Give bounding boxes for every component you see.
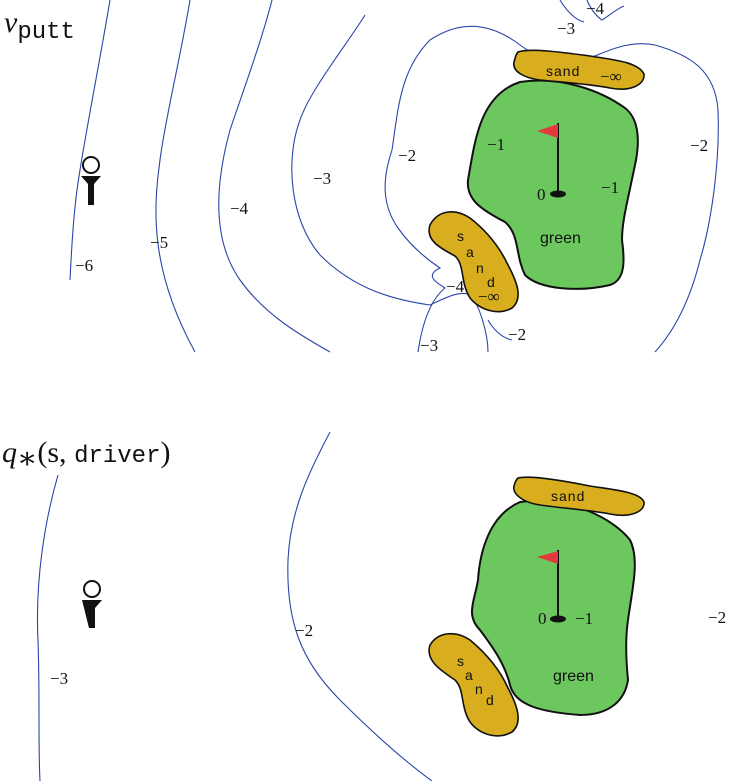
contour-label-minus-4: −4 (230, 199, 249, 218)
flag-icon (537, 123, 559, 192)
green-area (470, 499, 636, 717)
title-close: ) (160, 436, 170, 469)
contour-label-minus-2-bottom: −2 (508, 325, 526, 344)
contour-line-minus-2-small (487, 319, 513, 341)
sand-trap-bottom (428, 211, 519, 313)
contour-label-minus-3-bottom: −3 (420, 336, 438, 355)
contour-label-minus-3: −3 (313, 169, 331, 188)
contour-line-minus-6 (69, 0, 111, 281)
title-sub-putt: putt (17, 19, 75, 46)
green-area (466, 79, 639, 290)
contour-line-minus-5 (155, 0, 196, 353)
hole-icon (550, 615, 566, 623)
contour-label-minus-4-top: −4 (586, 0, 605, 18)
contour-line-minus-4 (218, 0, 331, 353)
sand-bottom-letter-3: n (475, 681, 484, 697)
hole-value-label: 0 (538, 609, 547, 628)
sand-trap-bottom (428, 632, 519, 737)
contour-line-minus-3 (36, 474, 59, 781)
contour-label-minus-4-sand: −4 (446, 277, 465, 296)
sand-bottom-letter-2: a (466, 244, 475, 260)
tee-icon (81, 156, 101, 205)
contour-label-minus-1-right: −1 (601, 178, 619, 197)
title-q: q (2, 436, 17, 469)
green-label: green (553, 668, 594, 685)
sand-top-value: −∞ (600, 67, 622, 86)
contour-label-minus-2-right: −2 (708, 608, 726, 627)
green-label: green (540, 230, 581, 247)
contour-label-minus-3-top: −3 (557, 19, 575, 38)
sand-bottom-value: −∞ (478, 287, 500, 306)
panel-title: vputt (4, 6, 75, 46)
title-star: ∗ (17, 442, 37, 475)
contour-line-minus-2-arc (287, 431, 433, 781)
contour-label-minus-2-left: −2 (295, 621, 313, 640)
sand-top-label: sand (546, 63, 580, 79)
sand-top-label: sand (551, 488, 585, 504)
title-v: v (4, 6, 18, 39)
panel-v-putt: vputt green sand −∞ s a n d −∞ 0 (4, 0, 719, 355)
sand-bottom-letter-4: d (486, 692, 495, 708)
sand-bottom-letter-2: a (465, 667, 474, 683)
title-open: (s, (37, 436, 74, 469)
sand-bottom-letter-4: d (487, 274, 496, 290)
hole-value-label: 0 (537, 185, 546, 204)
sand-bottom-letter-3: n (476, 260, 485, 276)
flag-icon (537, 550, 559, 617)
panel-q-driver: q∗(s, driver) green sand s a n d 0 −3 (2, 431, 726, 781)
contour-label-minus-2-right: −2 (690, 136, 708, 155)
sand-bottom-letter-1: s (457, 653, 465, 669)
contour-line-minus-2 (384, 25, 719, 353)
sand-trap-top (513, 476, 645, 517)
contour-label-minus-6: −6 (75, 256, 93, 275)
hole-icon (550, 190, 566, 198)
panel-title: q∗(s, driver) (2, 436, 170, 475)
contour-label-minus-2-left: −2 (398, 146, 416, 165)
contour-label-minus-3: −3 (50, 669, 68, 688)
contour-label-minus-5: −5 (150, 233, 168, 252)
contour-label-minus-1: −1 (575, 609, 593, 628)
tee-icon (82, 580, 102, 628)
title-driver: driver (74, 443, 160, 470)
contour-label-minus-1-left: −1 (487, 135, 505, 154)
sand-bottom-letter-1: s (457, 228, 465, 244)
contour-line-minus-3-small (559, 0, 585, 23)
sand-trap-top (513, 49, 645, 90)
contour-line-minus-4-small (586, 0, 625, 21)
